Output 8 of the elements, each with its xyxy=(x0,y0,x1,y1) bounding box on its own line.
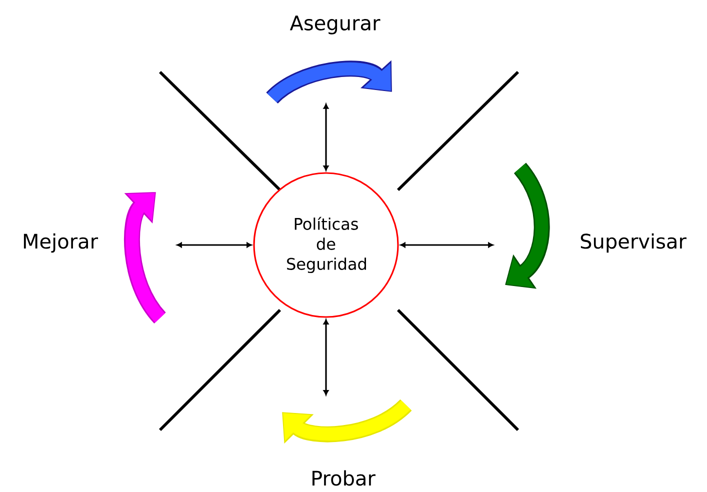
double-arrow xyxy=(176,242,252,248)
step-label: Probar xyxy=(312,470,376,486)
double-arrow xyxy=(323,104,329,171)
step-label: Supervisar xyxy=(580,233,686,253)
double-arrow xyxy=(323,319,329,396)
double-arrow xyxy=(400,242,494,248)
step-label: Mejorar xyxy=(24,233,98,253)
step-label: Asegurar xyxy=(290,16,380,34)
